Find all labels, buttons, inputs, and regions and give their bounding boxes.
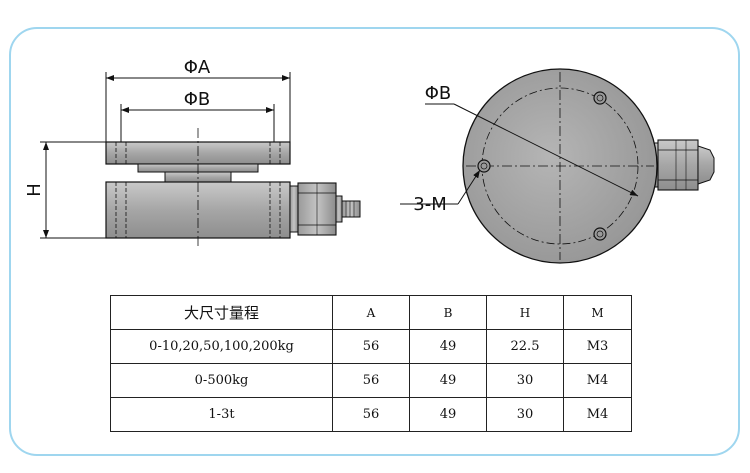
table-row: 0-500kg 56 49 30 M4 — [110, 363, 632, 398]
table-cell: M4 — [563, 363, 632, 398]
rounded-frame — [9, 27, 740, 456]
table-cell: 56 — [332, 329, 410, 364]
top-gland-nut — [657, 139, 699, 191]
spec-table: 大尺寸量程 A B H M 0-10,20,50,100,200kg 56 49… — [110, 295, 632, 432]
table-cell: 0-10,20,50,100,200kg — [110, 329, 333, 364]
mount-hole — [477, 159, 491, 173]
top-view: ΦB 3-M — [400, 68, 715, 264]
table-cell: M3 — [563, 329, 632, 364]
table-row: 1-3t 56 49 30 M4 — [110, 397, 632, 432]
table-cell: 56 — [332, 363, 410, 398]
header-cell: M — [563, 295, 632, 330]
table-cell: 30 — [486, 363, 564, 398]
table-cell: 30 — [486, 397, 564, 432]
table-cell: 49 — [409, 363, 487, 398]
top-cable-cap — [697, 145, 715, 185]
gland-base — [289, 185, 299, 233]
side-view: ΦA ΦB H — [24, 57, 361, 248]
header-cell: H — [486, 295, 564, 330]
mount-hole — [593, 227, 607, 241]
table-cell: 49 — [409, 329, 487, 364]
table-cell: 56 — [332, 397, 410, 432]
mount-hole — [593, 91, 607, 105]
header-cell: A — [332, 295, 410, 330]
dim-a-label: ΦA — [184, 57, 211, 78]
table-cell: 1-3t — [110, 397, 333, 432]
header-cell: 大尺寸量程 — [110, 295, 333, 330]
dim-h-label: H — [24, 183, 45, 197]
dim-b-label: ΦB — [184, 89, 211, 110]
table-cell: 0-500kg — [110, 363, 333, 398]
cable-stub — [341, 200, 361, 218]
table-cell: M4 — [563, 397, 632, 432]
table-cell: 22.5 — [486, 329, 564, 364]
table-row: 0-10,20,50,100,200kg 56 49 22.5 M3 — [110, 329, 632, 364]
header-cell: B — [409, 295, 487, 330]
top-dim-b-label: ΦB — [425, 83, 452, 104]
holes-label: 3-M — [413, 194, 446, 215]
holes-leader — [457, 169, 481, 205]
table-cell: 49 — [409, 397, 487, 432]
table-header-row: 大尺寸量程 A B H M — [110, 295, 632, 330]
top-dim-b-leader — [453, 103, 639, 197]
